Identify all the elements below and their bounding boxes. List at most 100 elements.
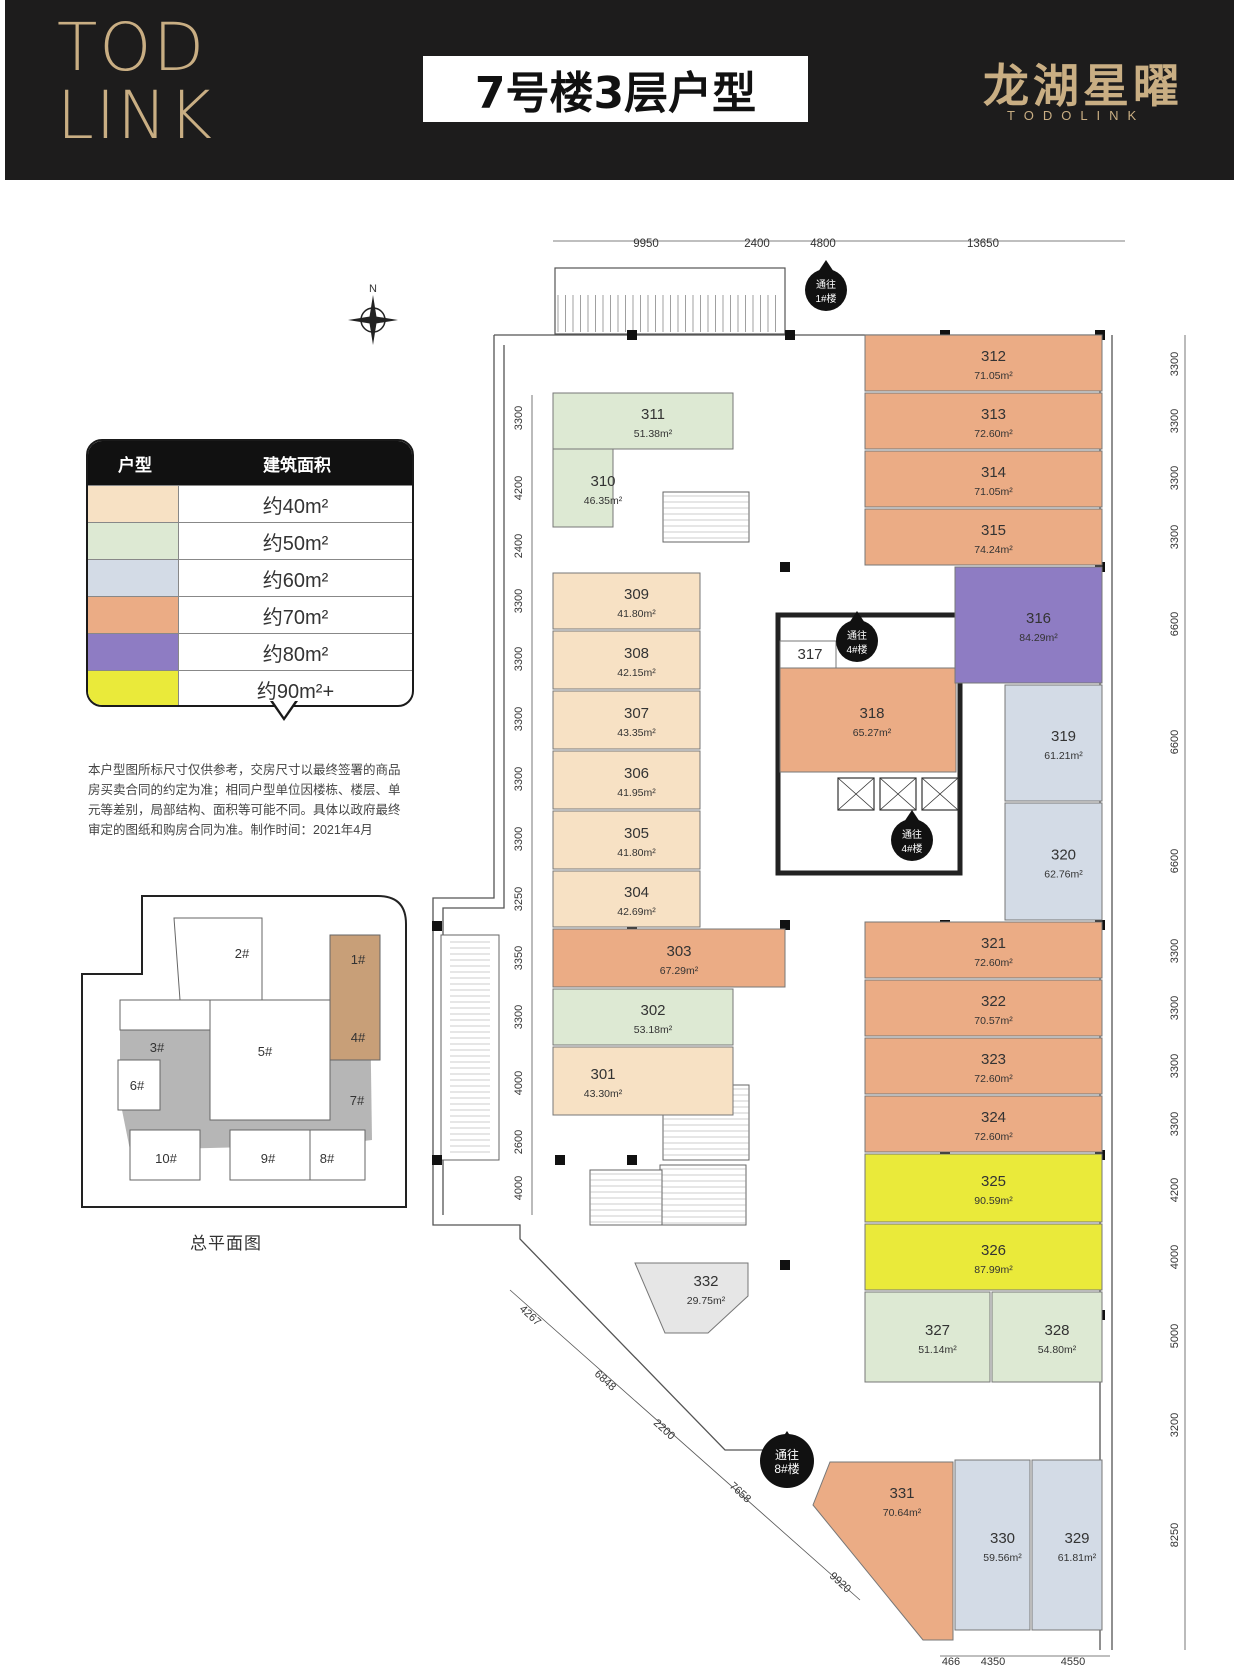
unit-shape [864, 334, 1103, 392]
dimension-left: 4000 [513, 1176, 525, 1200]
dimension-left: 3300 [513, 406, 525, 430]
site-building-label: 9# [261, 1151, 276, 1166]
unit-shape [864, 1095, 1103, 1153]
unit-number: 315 [981, 522, 1006, 539]
legend-area-label: 约80m² [178, 634, 412, 670]
compass-north-label: N [369, 283, 377, 295]
passage-label: 通往 [847, 629, 867, 642]
dimension-right: 3300 [1169, 409, 1181, 433]
unit-shape [552, 690, 701, 750]
site-building-label: 8# [320, 1151, 335, 1166]
structural-column [555, 1155, 565, 1165]
structural-column [780, 562, 790, 572]
elevator-x [879, 777, 917, 811]
unit-shape [864, 979, 1103, 1037]
logo-line-1: TOD [57, 9, 207, 86]
unit-area: 62.76m² [1044, 869, 1083, 881]
compass-needle [348, 316, 398, 324]
unit-number: 327 [925, 1322, 950, 1339]
passage-pointer [818, 260, 834, 272]
unit-shape [1004, 802, 1103, 921]
unit-shape [552, 928, 786, 988]
dimension-right: 3300 [1169, 466, 1181, 490]
site-plan-caption: 总平面图 [190, 1234, 262, 1253]
unit-shape [954, 566, 1103, 684]
dimension-left: 3250 [513, 887, 525, 911]
unit-area: 67.29m² [660, 965, 699, 977]
unit-number: 304 [624, 884, 649, 901]
passage-label: 通往 [902, 828, 922, 841]
site-building-label: 7# [350, 1093, 365, 1108]
unit-area: 43.30m² [584, 1088, 623, 1100]
unit-311: 311 51.38m² [552, 392, 734, 450]
dimension-left: 3300 [513, 707, 525, 731]
unit-number: 322 [981, 993, 1006, 1010]
site-building-label: 4# [351, 1030, 366, 1045]
unit-area: 72.60m² [974, 957, 1013, 969]
legend-area-label: 约40m² [178, 486, 412, 522]
passage-marker: 通往4#楼 [891, 810, 933, 861]
compass-icon: N [348, 283, 398, 345]
tod-link-logo: TOD LINK [57, 14, 214, 150]
dimension-right: 3300 [1169, 1112, 1181, 1136]
dimension-top: 13650 [967, 238, 999, 250]
unit-327: 327 51.14m² [864, 1291, 991, 1383]
legend-pointer-inner [273, 701, 295, 717]
unit-shape [864, 1153, 1103, 1223]
unit-number: 324 [981, 1109, 1006, 1126]
unit-area: 29.75m² [687, 1295, 726, 1307]
dimension-left: 2600 [513, 1130, 525, 1154]
unit-area: 41.80m² [617, 608, 656, 620]
unit-area: 84.29m² [1019, 632, 1058, 644]
passage-badge [891, 819, 933, 861]
site-building-label: 5# [258, 1044, 273, 1059]
unit-shape [552, 448, 614, 528]
stair [662, 491, 750, 543]
site-building [129, 1129, 201, 1181]
unit-area: 51.14m² [918, 1344, 957, 1356]
unit-shape [552, 988, 734, 1046]
legend-row: 约70m² [88, 596, 412, 633]
unit-number: 312 [981, 348, 1006, 365]
title-box: 7号楼3层户型 [423, 56, 808, 122]
unit-number: 330 [990, 1530, 1015, 1547]
dimension-right: 4000 [1169, 1245, 1181, 1269]
unit-shape [552, 810, 701, 870]
unit-area: 61.21m² [1044, 750, 1083, 762]
site-building-label: 1# [351, 952, 366, 967]
unit-number: 308 [624, 645, 649, 662]
unit-number: 301 [590, 1066, 615, 1083]
dimension-left: 2400 [513, 534, 525, 558]
outer-wall-left [432, 335, 770, 1451]
legend-swatch [88, 486, 178, 522]
dimension-left: 3300 [513, 589, 525, 613]
unit-number: 331 [889, 1485, 914, 1502]
dimension-right: 3300 [1169, 1054, 1181, 1078]
unit-area: 42.69m² [617, 906, 656, 918]
structural-column [432, 1155, 442, 1165]
dimension-left: 3300 [513, 827, 525, 851]
header-banner: TOD LINK 7号楼3层户型 龙湖星曜 TODOLINK [5, 0, 1234, 180]
passage-label: 8#楼 [774, 1461, 799, 1476]
unit-area: 54.80m² [1038, 1344, 1077, 1356]
unit-layer: 31151.38m²31046.35m²30941.80m²30842.15m²… [552, 260, 1103, 1641]
unit-area: 42.15m² [617, 667, 656, 679]
dimension-right: 6600 [1169, 612, 1181, 636]
unit-area: 51.38m² [634, 428, 673, 440]
dimension-diagonal: 6848 [592, 1368, 618, 1393]
site-building-label: 3# [150, 1040, 165, 1055]
legend-col-area: 建筑面积 [263, 455, 331, 475]
stair [659, 1164, 747, 1226]
unit-number: 311 [641, 406, 665, 423]
